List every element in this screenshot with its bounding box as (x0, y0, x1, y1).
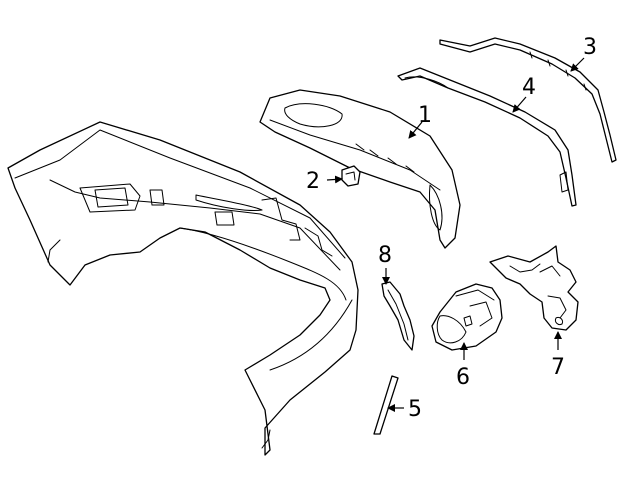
lower-trim-strip-part (397, 67, 577, 207)
leader-2 (326, 175, 343, 184)
callout-7: 7 (551, 355, 565, 380)
bumper-cover-part (7, 121, 359, 456)
diffuser-part (259, 89, 461, 249)
leader-4 (512, 96, 527, 113)
callout-1: 1 (418, 103, 432, 128)
side-bracket-part (381, 281, 415, 351)
exhaust-tip-housing-part (431, 283, 503, 351)
callout-3: 3 (583, 35, 597, 60)
callout-5: 5 (408, 397, 422, 422)
callout-8: 8 (378, 243, 392, 268)
leader-1 (408, 121, 423, 139)
mounting-bracket-part (489, 245, 579, 331)
callout-6: 6 (456, 365, 470, 390)
reflector-strip-part (373, 375, 399, 435)
leader-3 (570, 57, 585, 72)
callout-labels: 1 2 3 4 5 6 7 8 (306, 35, 597, 422)
callout-2: 2 (306, 169, 320, 194)
callout-4: 4 (522, 75, 536, 100)
clip-part (341, 165, 361, 187)
callout-leaders (326, 57, 585, 412)
